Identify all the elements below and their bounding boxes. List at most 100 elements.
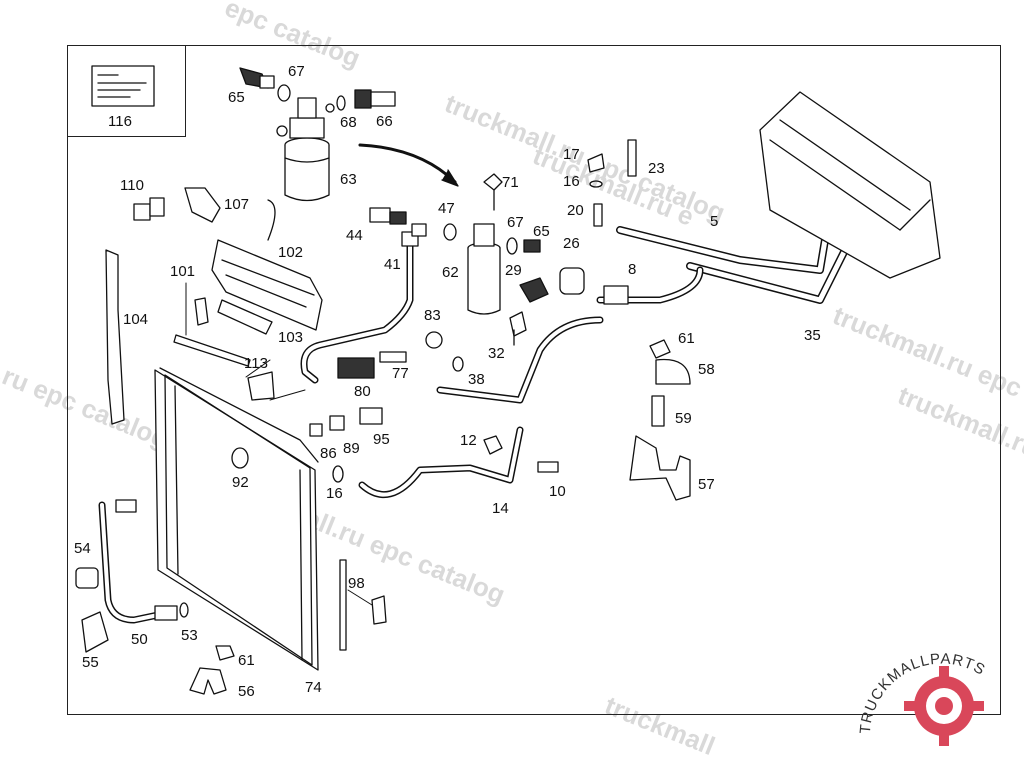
switch-23 [627,139,637,177]
callout-55[interactable]: 55 [82,654,99,671]
callout-71[interactable]: 71 [502,174,519,191]
valve-10 [537,461,559,473]
documentation-card-icon [91,65,155,107]
callout-92[interactable]: 92 [232,474,249,491]
o-ring-16 [589,180,603,188]
switch-65b [523,239,541,253]
brand-gear-icon: TRUCKMALLPARTS [857,650,987,746]
arrow-indicator [358,143,457,184]
callout-57[interactable]: 57 [698,476,715,493]
callout-68[interactable]: 68 [340,114,357,131]
callout-17[interactable]: 17 [563,146,580,163]
receiver-62 [467,223,501,315]
o-ring-16b [332,465,344,483]
nut-86 [309,423,323,437]
valve-20 [593,203,603,227]
callout-47[interactable]: 47 [438,200,455,217]
callout-5[interactable]: 5 [710,213,719,230]
callout-23[interactable]: 23 [648,160,665,177]
insulator-54 [75,567,99,589]
bracket-107 [184,187,221,223]
arrowhead [441,169,459,187]
bolt-110 [133,197,165,221]
evaporator-housing [759,91,941,279]
callout-83[interactable]: 83 [424,307,441,324]
callout-56[interactable]: 56 [238,683,255,700]
clip-101 [194,297,209,326]
callout-66[interactable]: 66 [376,113,393,130]
callout-35[interactable]: 35 [804,327,821,344]
callout-107[interactable]: 107 [224,196,250,213]
insulator-26 [559,267,585,295]
o-ring-67b [506,237,518,255]
callout-41[interactable]: 41 [384,256,401,273]
callout-12[interactable]: 12 [460,432,477,449]
o-ring-67 [277,84,291,102]
callout-98[interactable]: 98 [348,575,365,592]
callout-74[interactable]: 74 [305,679,322,696]
callout-113[interactable]: 113 [244,355,268,372]
callout-16[interactable]: 16 [563,173,580,190]
callout-38[interactable]: 38 [468,371,485,388]
cap-17 [587,153,605,173]
valve-44 [369,207,407,225]
callout-29[interactable]: 29 [505,262,522,279]
callout-32[interactable]: 32 [488,345,505,362]
callout-10[interactable]: 10 [549,483,566,500]
callout-95[interactable]: 95 [373,431,390,448]
condenser-74 [154,367,319,671]
callout-65[interactable]: 65 [533,223,550,240]
callout-102[interactable]: 102 [278,244,304,261]
callout-53[interactable]: 53 [181,627,198,644]
callout-8[interactable]: 8 [628,261,637,278]
callout-61[interactable]: 61 [238,652,255,669]
callout-104[interactable]: 104 [123,311,149,328]
callout-89[interactable]: 89 [343,440,360,457]
pipe-5 [436,316,604,404]
callout-77[interactable]: 77 [392,365,409,382]
callout-44[interactable]: 44 [346,227,363,244]
valve-77 [379,351,407,363]
callout-61[interactable]: 61 [678,330,695,347]
brand-logo: TRUCKMALLPARTS [857,642,1024,750]
callout-116[interactable]: 116 [108,113,132,130]
callout-80[interactable]: 80 [354,383,371,400]
bracket-113 [247,371,275,401]
pressure-switch-65 [239,67,275,89]
callout-58[interactable]: 58 [698,361,715,378]
nut-12 [483,435,503,455]
inset-box-116 [67,45,186,137]
bracket-56 [189,667,227,695]
callout-20[interactable]: 20 [567,202,584,219]
callout-54[interactable]: 54 [74,540,91,557]
valve-80 [337,357,375,379]
callout-110[interactable]: 110 [120,177,144,194]
callout-26[interactable]: 26 [563,235,580,252]
callout-63[interactable]: 63 [340,171,357,188]
clamp-58 [655,358,691,385]
callout-14[interactable]: 14 [492,500,509,517]
nut-89 [329,415,345,431]
diagram-frame [67,45,1001,715]
callout-16[interactable]: 16 [326,485,343,502]
pipe-50 [98,499,178,624]
pressure-switch-66 [354,89,396,109]
o-ring-53 [179,602,189,618]
cable-107 [267,199,276,241]
bracket-98 [339,559,347,651]
receiver-drier-63 [276,97,335,202]
callout-67[interactable]: 67 [288,63,305,80]
callout-50[interactable]: 50 [131,631,148,648]
callout-65[interactable]: 65 [228,89,245,106]
callout-62[interactable]: 62 [442,264,459,281]
cap-83 [425,331,443,349]
callout-103[interactable]: 103 [278,329,304,346]
callout-101[interactable]: 101 [170,263,196,280]
callout-86[interactable]: 86 [320,445,337,462]
callout-67[interactable]: 67 [507,214,524,231]
seal-103 [217,299,273,335]
callout-59[interactable]: 59 [675,410,692,427]
bracket-32 [509,311,527,337]
air-duct-102 [211,239,323,331]
